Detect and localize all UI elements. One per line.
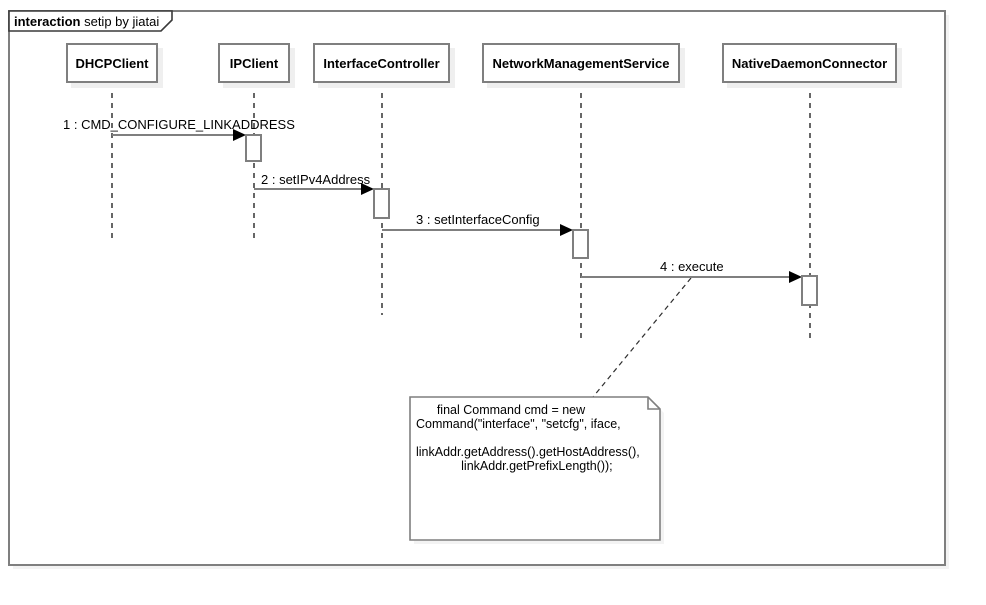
participant-box-ipclient: IPClient <box>218 43 290 83</box>
arrowhead-icon <box>361 183 374 195</box>
participant-label: DHCPClient <box>75 55 149 71</box>
participant-label: IPClient <box>229 55 279 71</box>
arrowhead-icon <box>789 271 802 283</box>
arrowhead-icon <box>560 224 573 236</box>
note-box <box>409 396 661 541</box>
frame-title-pentagon <box>8 10 173 32</box>
note-text: final Command cmd = new Command("interfa… <box>416 403 640 473</box>
message-label-2: 2 : setIPv4Address <box>261 172 371 187</box>
title-keyword: interaction <box>14 14 81 29</box>
participant-label: NativeDaemonConnector <box>731 55 888 71</box>
arrowhead-icon <box>233 129 246 141</box>
message-label-4: 4 : execute <box>660 259 724 274</box>
participant-box-networkmanagementservice: NetworkManagementService <box>482 43 680 83</box>
participant-box-dhcpclient: DHCPClient <box>66 43 158 83</box>
note-fold-corner-icon <box>647 397 660 410</box>
message-label-3: 3 : setInterfaceConfig <box>416 212 540 227</box>
activation-networkmanagementservice <box>572 229 589 259</box>
activation-ipclient <box>245 134 262 162</box>
activation-nativedaemonconnector <box>801 275 818 306</box>
message-label-1: 1 : CMD_CONFIGURE_LINKADDRESS <box>63 117 295 132</box>
activation-interfacecontroller <box>373 188 390 219</box>
participant-box-interfacecontroller: InterfaceController <box>313 43 450 83</box>
participant-label: NetworkManagementService <box>492 55 670 71</box>
participant-label: InterfaceController <box>323 55 440 71</box>
title-name: setip by jiatai <box>84 14 160 29</box>
diagram-title: interaction setip by jiatai <box>14 14 159 29</box>
participant-box-nativedaemonconnector: NativeDaemonConnector <box>722 43 897 83</box>
note-anchor-line <box>592 277 692 398</box>
